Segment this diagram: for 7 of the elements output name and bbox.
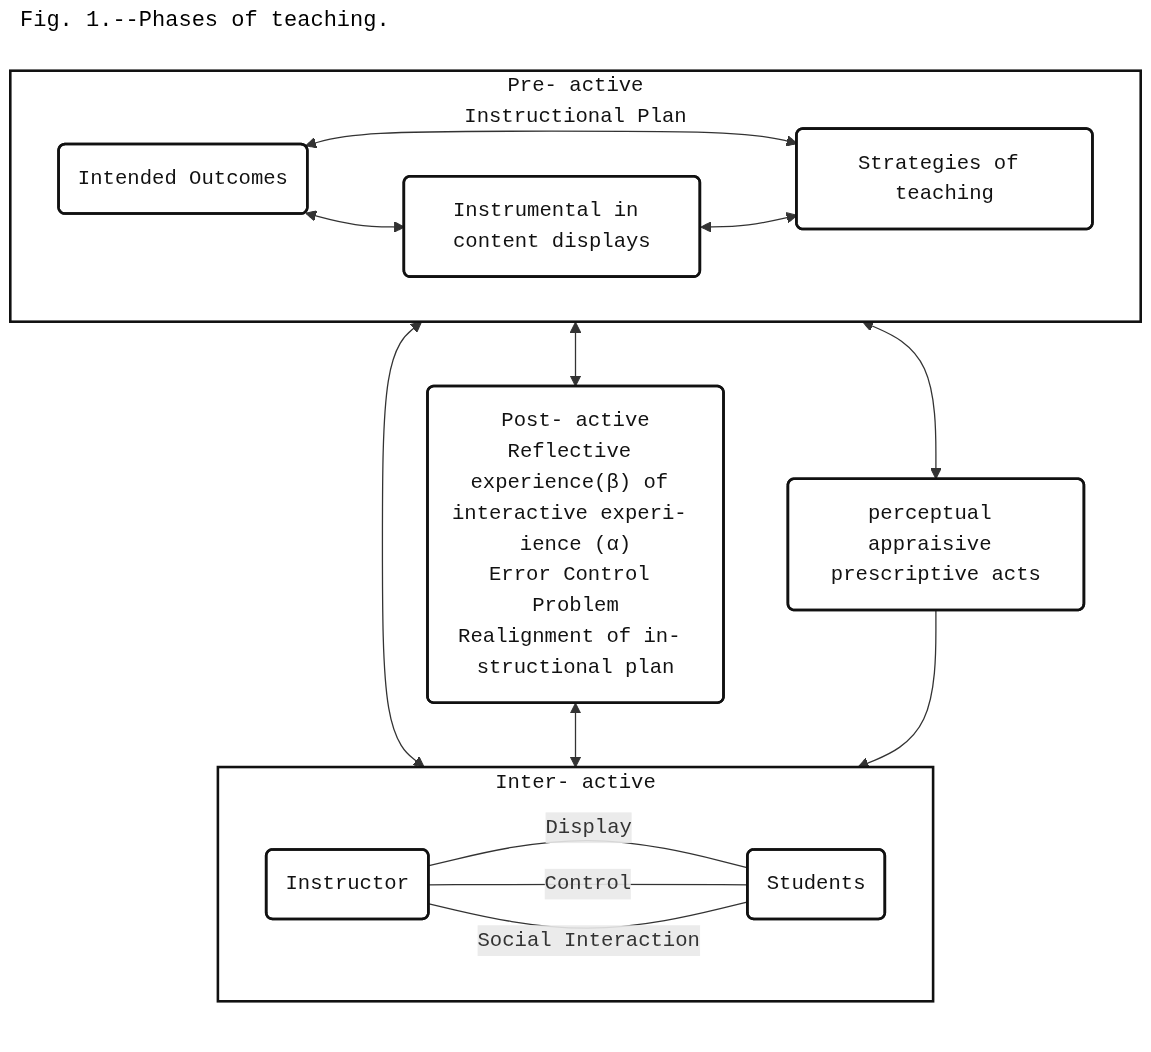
arrow [569,702,582,768]
edge-label: Display [545,816,632,840]
arrow [381,321,425,768]
edge-label: Social Interaction [477,929,700,953]
arrow [569,321,582,387]
edge-label: Control [544,872,632,896]
figure-title: Fig. 1.--Phases of teaching. [19,7,391,35]
